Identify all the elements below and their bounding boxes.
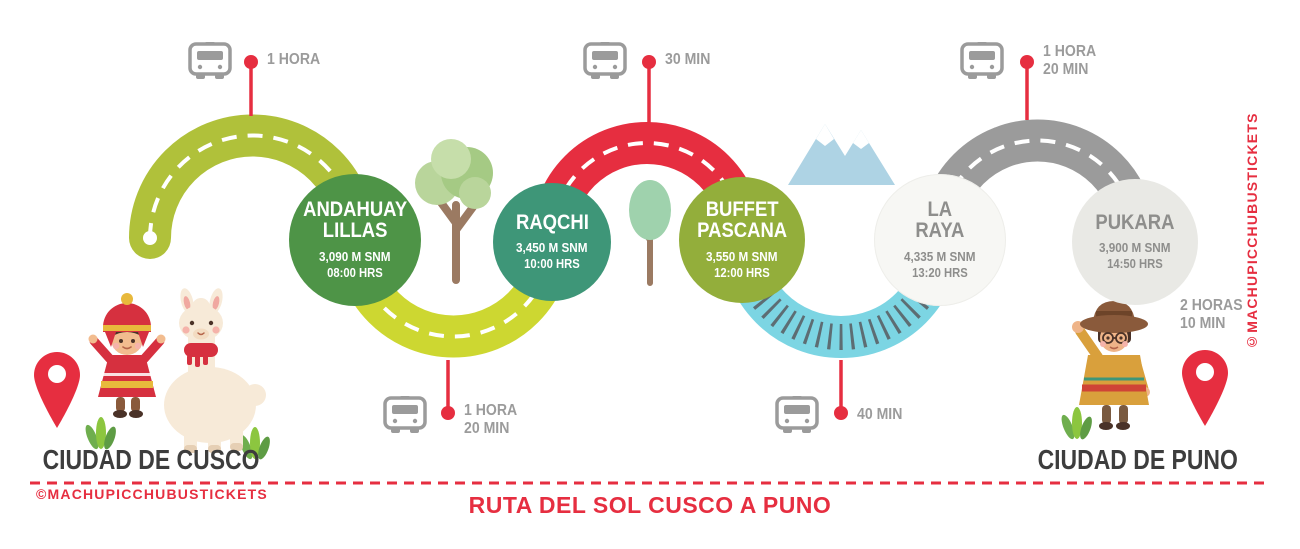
leg-duration-6: 2 HORAS 10 MIN xyxy=(1180,297,1243,334)
stop-time: 14:50 HRS xyxy=(1107,257,1163,272)
leg-duration-5: 1 HORA 20 MIN xyxy=(1043,43,1096,80)
marker-dot xyxy=(1020,55,1034,69)
leg-duration-4: 40 MIN xyxy=(857,406,902,424)
leg-duration-2: 1 HORA 20 MIN xyxy=(464,402,517,439)
tree-icon-large xyxy=(415,139,493,284)
marker-dots xyxy=(244,55,1034,420)
marker-dot xyxy=(244,55,258,69)
leg-duration-3: 30 MIN xyxy=(665,51,710,69)
stop-name-line1: RAQCHI xyxy=(515,210,589,234)
watermark-bottom-left: ©MACHUPICCHUBUSTICKETS xyxy=(36,486,268,502)
leg-duration-line1: 1 HORA xyxy=(464,402,518,419)
mountains-icon xyxy=(788,124,895,185)
marker-dot xyxy=(834,406,848,420)
stop-name-line1: LA xyxy=(927,198,953,222)
stop-altitude: 3,900 M SNM xyxy=(1099,240,1171,256)
stop-time: 12:00 HRS xyxy=(714,265,770,280)
stop-name-line1: PUKARA xyxy=(1095,210,1175,234)
leg-duration-line1: 1 HORA xyxy=(267,51,321,68)
stop-altitude: 3,090 M SNM xyxy=(319,248,391,264)
plant-icon xyxy=(1058,407,1095,441)
stop-name: LA RAYA xyxy=(916,200,965,241)
map-pin-puno-icon xyxy=(1182,350,1228,426)
stop-name-line2: RAYA xyxy=(915,219,965,242)
stop-pukara: PUKARA 3,900 M SNM 14:50 HRS xyxy=(1072,179,1198,305)
marker-dot xyxy=(441,406,455,420)
puno-character-illustration xyxy=(1058,301,1150,441)
stop-andahuaylillas: ANDAHUAY LILLAS 3,090 M SNM 08:00 HRS xyxy=(289,174,421,306)
bus-icon xyxy=(775,394,819,435)
stop-time: 10:00 HRS xyxy=(524,257,580,272)
stop-name-line1: BUFFET xyxy=(705,198,779,222)
destination-city-label: CIUDAD DE PUNO xyxy=(1037,444,1238,475)
watermark-right-vertical: ©MACHUPICCHUBUSTICKETS xyxy=(1244,112,1260,350)
map-pin-cusco-icon xyxy=(34,352,80,428)
stop-name-line2: PASCANA xyxy=(696,219,788,242)
bus-icon xyxy=(583,40,627,81)
origin-city-label: CIUDAD DE CUSCO xyxy=(42,444,260,475)
route-start-dot xyxy=(143,231,157,245)
bus-icon xyxy=(960,40,1004,81)
stop-time: 08:00 HRS xyxy=(327,265,383,280)
stop-raqchi: RAQCHI 3,450 M SNM 10:00 HRS xyxy=(493,183,611,301)
stop-la-raya: LA RAYA 4,335 M SNM 13:20 HRS xyxy=(874,174,1006,306)
route-markers xyxy=(249,66,1029,409)
child-illustration xyxy=(88,293,166,418)
stop-name: ANDAHUAY LILLAS xyxy=(303,200,407,241)
stop-time: 13:20 HRS xyxy=(912,265,968,280)
leg-duration-line1: 1 HORA xyxy=(1043,43,1097,60)
infographic-title: RUTA DEL SOL CUSCO A PUNO xyxy=(468,492,832,518)
marker-dot xyxy=(642,55,656,69)
stop-altitude: 3,550 M SNM xyxy=(706,248,778,264)
leg-duration-line1: 40 MIN xyxy=(857,406,903,423)
stop-name-line1: ANDAHUAY xyxy=(302,198,408,222)
stop-name: PUKARA xyxy=(1095,210,1175,234)
stop-altitude: 4,335 M SNM xyxy=(904,248,976,264)
bus-icon xyxy=(383,394,427,435)
leg-duration-line1: 2 HORAS xyxy=(1180,297,1243,314)
leg-duration-line2: 10 MIN xyxy=(1180,315,1226,333)
stop-altitude: 3,450 M SNM xyxy=(516,240,588,256)
stop-buffet-pascana: BUFFET PASCANA 3,550 M SNM 12:00 HRS xyxy=(679,177,805,303)
llama-illustration xyxy=(164,288,266,453)
leg-duration-line2: 20 MIN xyxy=(464,420,510,438)
leg-duration-line2: 20 MIN xyxy=(1043,61,1089,79)
stop-name: RAQCHI xyxy=(515,210,589,234)
stop-name-line2: LILLAS xyxy=(322,219,388,242)
bus-icon xyxy=(188,40,232,81)
stop-name: BUFFET PASCANA xyxy=(697,200,787,241)
tree-icon-small xyxy=(629,180,671,286)
leg-duration-line1: 30 MIN xyxy=(665,51,711,68)
cusco-characters-illustration xyxy=(82,288,273,461)
leg-duration-1: 1 HORA xyxy=(267,51,320,69)
